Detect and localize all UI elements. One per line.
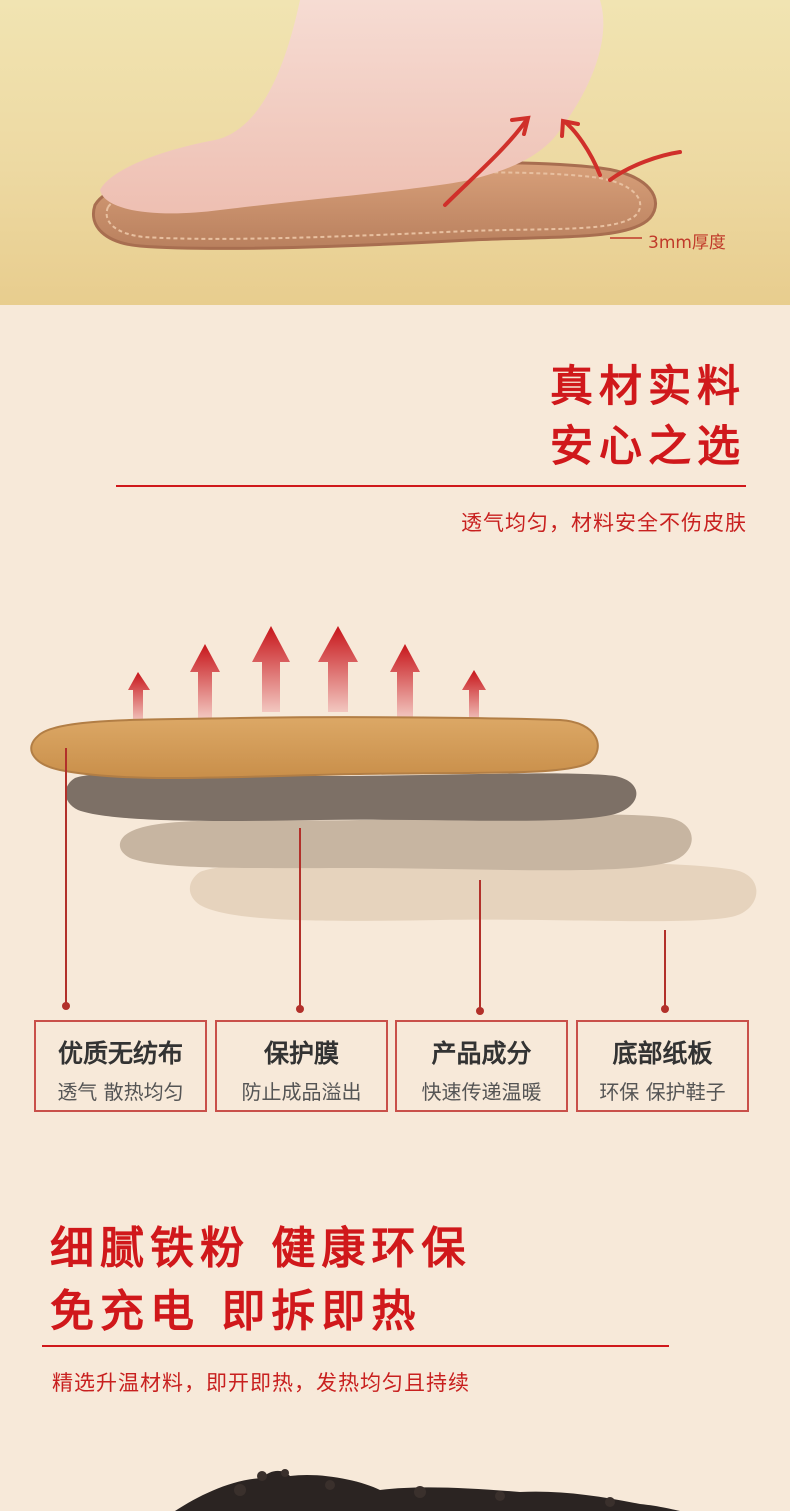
layer-title: 优质无纺布 <box>57 1039 183 1068</box>
thickness-label: 3mm厚度 <box>648 233 726 253</box>
iron-subtitle: 精选升温材料，即开即热，发热均匀且持续 <box>52 1371 470 1395</box>
layer-desc: 防止成品溢出 <box>241 1080 362 1104</box>
layer-label-fabric: 优质无纺布 透气 散热均匀 <box>34 1020 207 1112</box>
foot-shape <box>100 0 604 214</box>
layer-cardboard <box>189 861 757 922</box>
iron-title-line1: 细腻铁粉 健康环保 <box>50 1223 472 1274</box>
iron-divider <box>42 1345 669 1347</box>
layer-label-cardboard: 底部纸板 环保 保护鞋子 <box>576 1020 749 1112</box>
material-title-line2: 安心之选 <box>550 422 746 472</box>
material-divider <box>116 485 746 487</box>
layer-title: 底部纸板 <box>612 1039 713 1068</box>
heat-arrows-icon <box>443 115 682 207</box>
layer-label-film: 保护膜 防止成品溢出 <box>215 1020 388 1112</box>
layer-desc: 环保 保护鞋子 <box>599 1080 726 1104</box>
foot-on-insole-illustration <box>92 0 682 250</box>
layer-title: 产品成分 <box>431 1039 532 1068</box>
iron-powder-image <box>175 1469 680 1511</box>
layer-labels: 优质无纺布 透气 散热均匀 保护膜 防止成品溢出 产品成分 快速传递温暖 底部纸… <box>34 1020 750 1112</box>
iron-title-line2: 免充电 即拆即热 <box>50 1286 422 1337</box>
layer-ingredient <box>119 814 692 871</box>
layer-title: 保护膜 <box>263 1039 339 1068</box>
material-subtitle: 透气均匀，材料安全不伤皮肤 <box>461 511 747 535</box>
heat-rising-arrows-icon <box>128 626 486 722</box>
foot-insole-banner: 3mm厚度 <box>0 0 790 305</box>
layer-desc: 快速传递温暖 <box>421 1080 542 1104</box>
layer-protective-film <box>65 772 637 821</box>
insole-layers-diagram <box>30 626 757 1015</box>
pointer-lines <box>65 748 666 1010</box>
layer-nonwoven-fabric <box>30 716 599 780</box>
layer-desc: 透气 散热均匀 <box>57 1080 184 1104</box>
layer-label-ingredient: 产品成分 快速传递温暖 <box>395 1020 568 1112</box>
material-title-line1: 真材实料 <box>550 362 746 412</box>
